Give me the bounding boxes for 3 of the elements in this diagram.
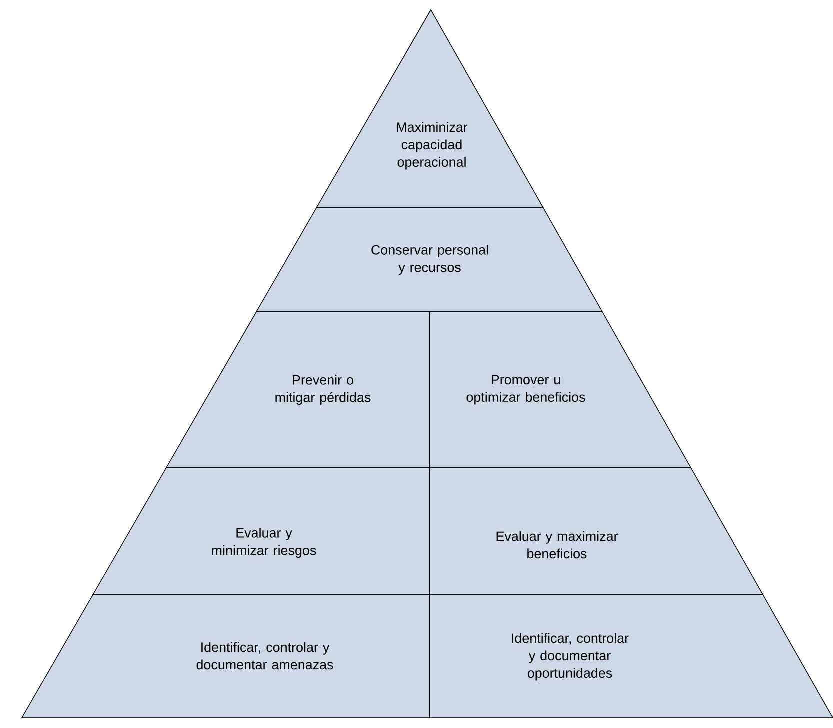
pyramid-section: Evaluar y maximizar beneficios	[430, 468, 764, 596]
pyramid-section: Identificar, controlar y documentar oportunidades	[430, 594, 833, 718]
pyramid-section: Promover u optimizar beneficios	[430, 312, 692, 468]
